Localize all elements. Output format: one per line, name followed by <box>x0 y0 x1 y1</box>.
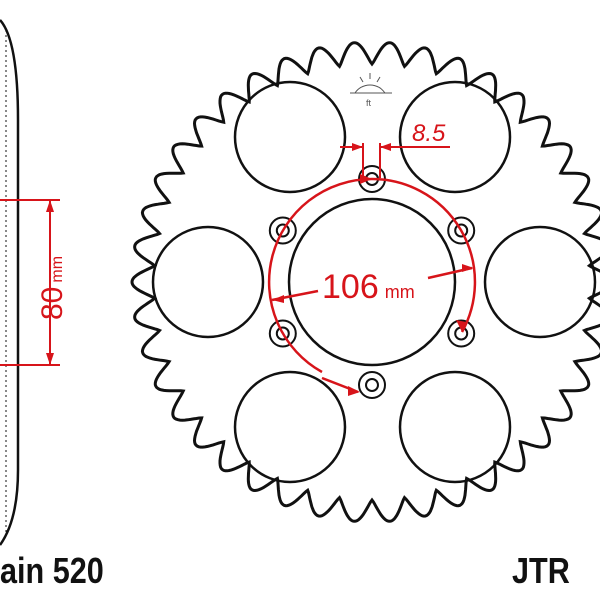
lightening-hole <box>398 370 512 484</box>
lightening-hole <box>233 80 347 194</box>
bolt-hole <box>447 216 476 245</box>
bolt-hole <box>365 378 379 392</box>
bolt-hole <box>454 223 469 238</box>
bolt-hole <box>275 223 290 238</box>
bolt-hole <box>268 216 297 245</box>
bolt-hole <box>358 371 386 399</box>
lightening-hole <box>483 225 597 339</box>
sprocket-teeth-outline <box>130 41 600 523</box>
sprocket-holes <box>151 80 597 484</box>
offset-dimension <box>0 199 60 366</box>
width-dimension-label: 8.5 <box>412 120 446 147</box>
offset-dimension-label: 80mm <box>36 256 69 320</box>
bolt-hole <box>268 319 297 348</box>
width-dimension <box>340 143 450 178</box>
lightening-hole <box>233 370 347 484</box>
model-label: JTR <box>512 550 570 591</box>
center-bore <box>287 197 457 367</box>
svg-text:ft: ft <box>366 98 372 108</box>
chain-label: ain 520 <box>0 550 104 591</box>
bolt-hole <box>275 326 290 341</box>
lightening-hole <box>398 80 512 194</box>
sprocket-side-view <box>0 19 20 546</box>
jt-logo-icon: ft <box>350 73 392 108</box>
lightening-hole <box>151 225 265 339</box>
bolt-hole <box>447 319 476 348</box>
